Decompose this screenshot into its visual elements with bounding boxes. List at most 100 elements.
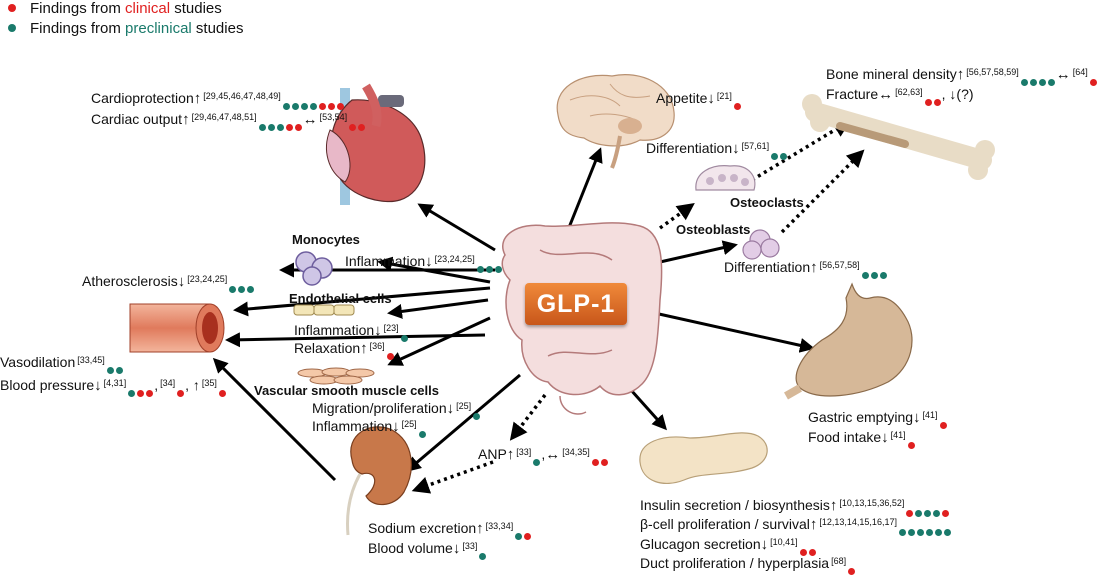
separator: , <box>541 446 546 462</box>
osteoclast-icon <box>695 165 756 191</box>
preclinical-dot <box>933 509 941 517</box>
clinical-dot <box>294 123 302 131</box>
glp1-hub-label: GLP-1 <box>525 283 627 325</box>
finding-text: Appetite <box>656 90 708 106</box>
preclinical-dot <box>476 265 484 273</box>
preclinical-dot <box>247 285 255 293</box>
label-monocytes: Monocytes <box>292 232 360 247</box>
finding-food-intake: Food intake↓[41] <box>808 429 916 449</box>
preclinical-dot <box>300 102 308 110</box>
finding-monocyte-inflammation: Inflammation↓[23,24,25] <box>345 253 503 273</box>
effect-arrow: ↑ <box>182 111 190 128</box>
finding-text: Differentiation <box>646 140 733 156</box>
clinical-dot <box>327 102 335 110</box>
reference-2: [53,54] <box>319 112 348 122</box>
evidence-dots <box>770 141 788 160</box>
reference: [33,45] <box>77 355 105 365</box>
dotted-arrows <box>411 120 865 494</box>
evidence-dots <box>386 341 395 360</box>
finding-cardiac-output: Cardiac output↑[29,46,47,48,51]↔[53,54] <box>91 111 366 131</box>
clinical-dot <box>808 548 816 556</box>
clinical-dot <box>218 389 226 397</box>
finding-relaxation: Relaxation↑[36] <box>294 340 395 360</box>
evidence-dots <box>478 541 487 560</box>
clinical-dot <box>524 532 532 540</box>
preclinical-dot <box>898 528 906 536</box>
reference: [33] <box>516 447 532 457</box>
preclinical-dot <box>925 528 933 536</box>
clinical-dot <box>349 123 357 131</box>
clinical-dot <box>137 389 145 397</box>
finding-text: Cardioprotection <box>91 90 194 106</box>
finding-text: Differentiation <box>724 259 811 275</box>
preclinical-dot <box>1029 78 1037 86</box>
reference: [56,57,58,59] <box>966 67 1019 77</box>
clinical-dot <box>933 98 941 106</box>
finding-duct: Duct proliferation / hyperplasia[68] <box>640 555 856 575</box>
reference: [29,45,46,47,48,49] <box>203 91 281 101</box>
evidence-dots <box>847 556 856 575</box>
evidence-dots <box>127 378 154 397</box>
bone-icon <box>802 94 995 180</box>
evidence-dots <box>400 323 409 342</box>
finding-fracture: Fracture↔[62,63], ↓(?) <box>826 86 974 106</box>
finding-text: Sodium excretion <box>368 520 477 536</box>
effect-arrow: ↑ <box>506 446 515 463</box>
evidence-dots <box>418 419 427 438</box>
reference: [25] <box>456 401 472 411</box>
effect-arrow: ↓ <box>760 536 769 553</box>
finding-text: Blood pressure <box>0 377 95 393</box>
effect-arrow: ↔ <box>878 86 894 103</box>
clinical-dot <box>939 421 947 429</box>
finding-text: Inflammation <box>294 322 375 338</box>
finding-text: β-cell proliferation / survival <box>640 516 810 532</box>
evidence-dots <box>898 517 952 536</box>
finding-blood-volume: Blood volume↓[33] <box>368 540 487 560</box>
clinical-dot <box>924 98 932 106</box>
reference: [10,13,15,36,52] <box>839 498 905 508</box>
finding-differentiation-oc: Differentiation↓[57,61] <box>646 140 788 160</box>
finding-atherosclerosis: Atherosclerosis↓[23,24,25] <box>82 273 255 293</box>
effect-arrow: ↓ <box>732 140 740 157</box>
effect-arrow: ↓ <box>392 418 400 435</box>
reference: [12,13,14,15,16,17] <box>819 517 897 527</box>
finding-tail: , ↓(?) <box>941 86 974 102</box>
preclinical-dot <box>1047 78 1055 86</box>
preclinical-dot <box>238 285 246 293</box>
clinical-dot <box>600 458 608 466</box>
preclinical-dot <box>400 334 408 342</box>
finding-text: Cardiac output <box>91 111 183 127</box>
preclinical-dot <box>115 366 123 374</box>
finding-differentiation-ob: Differentiation↑[56,57,58] <box>724 259 888 279</box>
preclinical-dot <box>771 152 779 160</box>
preclinical-dot <box>479 552 487 560</box>
evidence-dots-3 <box>218 378 227 397</box>
clinical-dot <box>318 102 326 110</box>
evidence-dots-2 <box>1089 67 1098 86</box>
finding-endo-inflammation: Inflammation↓[23] <box>294 322 409 342</box>
finding-vsmc-inflammation: Inflammation↓[25] <box>312 418 427 438</box>
preclinical-dot <box>907 528 915 536</box>
clinical-dot <box>358 123 366 131</box>
effect-arrow: ↓ <box>913 409 921 426</box>
preclinical-dot <box>128 389 136 397</box>
effect-arrow-2: ↔ <box>545 446 561 463</box>
finding-text: Bone mineral density <box>826 66 957 82</box>
reference: [10,41] <box>770 537 798 547</box>
monocyte-icon <box>295 251 333 286</box>
preclinical-dot <box>258 123 266 131</box>
label-osteoclasts: Osteoclasts <box>730 195 804 210</box>
solid-arrows <box>212 147 815 482</box>
effect-arrow: ↓ <box>177 273 186 290</box>
finding-insulin: Insulin secretion / biosynthesis↑[10,13,… <box>640 497 950 517</box>
preclinical-dot <box>943 528 951 536</box>
finding-blood-pressure: Blood pressure↓[4,31],[34], ↑[35] <box>0 377 227 397</box>
preclinical-dot <box>291 102 299 110</box>
finding-text: Inflammation <box>345 253 426 269</box>
clinical-dot <box>906 509 914 517</box>
evidence-dots-2 <box>591 447 609 466</box>
preclinical-dot <box>870 271 878 279</box>
reference: [68] <box>831 556 847 566</box>
finding-text: Glucagon secretion <box>640 536 761 552</box>
